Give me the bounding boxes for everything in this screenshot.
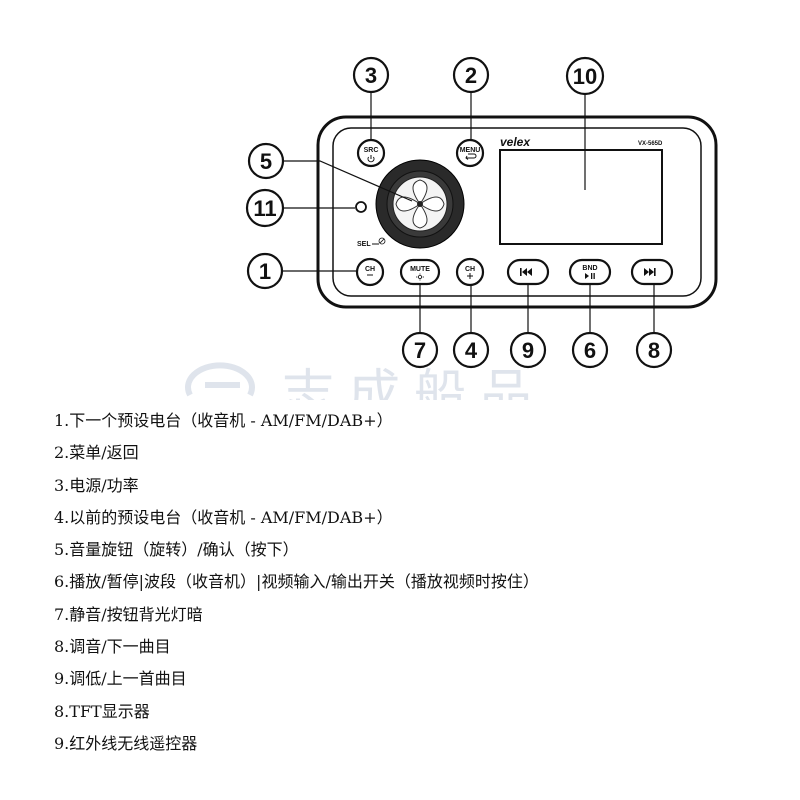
callout-11: 11 bbox=[245, 188, 285, 228]
previous-track-button[interactable] bbox=[506, 258, 550, 286]
svg-text:8: 8 bbox=[648, 338, 660, 363]
leader-lines bbox=[283, 92, 655, 333]
plus-icon bbox=[467, 273, 473, 279]
mute-button-label: MUTE bbox=[410, 266, 430, 273]
legend-item: 7.静音/按钮背光灯暗 bbox=[54, 604, 203, 624]
ch-up-label: CH bbox=[465, 266, 475, 273]
svg-text:3: 3 bbox=[365, 63, 377, 88]
legend-item: 9.调低/上一首曲目 bbox=[54, 669, 187, 689]
back-arrow-icon bbox=[465, 153, 477, 160]
sel-label: SEL bbox=[357, 241, 371, 248]
svg-text:11: 11 bbox=[253, 196, 276, 221]
src-button[interactable]: SRC bbox=[356, 138, 386, 168]
tft-display bbox=[499, 149, 663, 245]
model-label: VX-565D bbox=[638, 141, 663, 147]
svg-text:9: 9 bbox=[522, 338, 534, 363]
menu-button[interactable]: MENU bbox=[455, 138, 485, 168]
callout-5: 5 bbox=[247, 142, 285, 180]
svg-text:4: 4 bbox=[465, 338, 478, 363]
legend-item: 6.播放/暂停|波段（收音机）|视频输入/输出开关（播放视频时按住） bbox=[54, 572, 539, 592]
bnd-play-pause-button[interactable]: BND bbox=[568, 258, 612, 286]
callout-7: 7 bbox=[401, 331, 439, 369]
callout-10: 10 bbox=[565, 56, 605, 96]
src-button-label: SRC bbox=[364, 147, 379, 154]
mute-button[interactable]: MUTE bbox=[399, 258, 441, 286]
brand-logo: velex bbox=[500, 135, 531, 149]
legend-list: 1.下一个预设电台（收音机 - AM/FM/DAB+） 2.菜单/返回 3.电源… bbox=[54, 405, 539, 760]
watermark: 志成船品 bbox=[185, 362, 546, 400]
callout-2: 2 bbox=[452, 56, 490, 94]
ch-down-label: CH bbox=[365, 266, 375, 273]
svg-text:7: 7 bbox=[414, 338, 426, 363]
legend-item: 4.以前的预设电台（收音机 - AM/FM/DAB+） bbox=[54, 507, 393, 527]
svg-text:1: 1 bbox=[259, 259, 271, 284]
callout-8: 8 bbox=[635, 331, 673, 369]
watermark-logo-icon bbox=[185, 362, 255, 397]
play-pause-icon bbox=[585, 273, 595, 279]
volume-knob[interactable] bbox=[375, 159, 465, 249]
legend-item: 3.电源/功率 bbox=[54, 475, 139, 495]
brightness-icon bbox=[416, 273, 424, 281]
callout-4: 4 bbox=[452, 331, 490, 369]
callout-9: 9 bbox=[509, 331, 547, 369]
legend-item: 9.红外线无线遥控器 bbox=[54, 733, 198, 753]
legend-item: 5.音量旋钮（旋转）/确认（按下） bbox=[54, 540, 299, 560]
svg-text:5: 5 bbox=[260, 149, 272, 174]
ch-up-button[interactable]: CH bbox=[455, 257, 485, 287]
ir-receiver bbox=[355, 201, 367, 213]
menu-button-label: MENU bbox=[460, 147, 481, 154]
callout-1: 1 bbox=[246, 252, 284, 290]
svg-text:6: 6 bbox=[584, 338, 596, 363]
watermark-text: 志成船品 bbox=[282, 365, 546, 400]
callout-6: 6 bbox=[571, 331, 609, 369]
legend-item: 8.TFT显示器 bbox=[54, 701, 150, 721]
ch-down-button[interactable]: CH bbox=[355, 257, 385, 287]
legend-item: 2.菜单/返回 bbox=[54, 443, 139, 463]
device-diagram: 志成船品 velex VX-565D SRC MENU bbox=[185, 56, 718, 400]
skip-next-icon bbox=[644, 268, 656, 276]
power-icon bbox=[367, 155, 375, 163]
sel-arrow-icon bbox=[378, 237, 386, 245]
skip-previous-icon bbox=[520, 268, 532, 276]
callout-3: 3 bbox=[352, 56, 390, 94]
next-track-button[interactable] bbox=[630, 258, 674, 286]
svg-text:2: 2 bbox=[465, 63, 477, 88]
legend-item: 8.调音/下一曲目 bbox=[54, 637, 171, 657]
bnd-button-label: BND bbox=[582, 265, 597, 272]
svg-text:10: 10 bbox=[573, 64, 597, 89]
legend-item: 1.下一个预设电台（收音机 - AM/FM/DAB+） bbox=[54, 411, 393, 430]
